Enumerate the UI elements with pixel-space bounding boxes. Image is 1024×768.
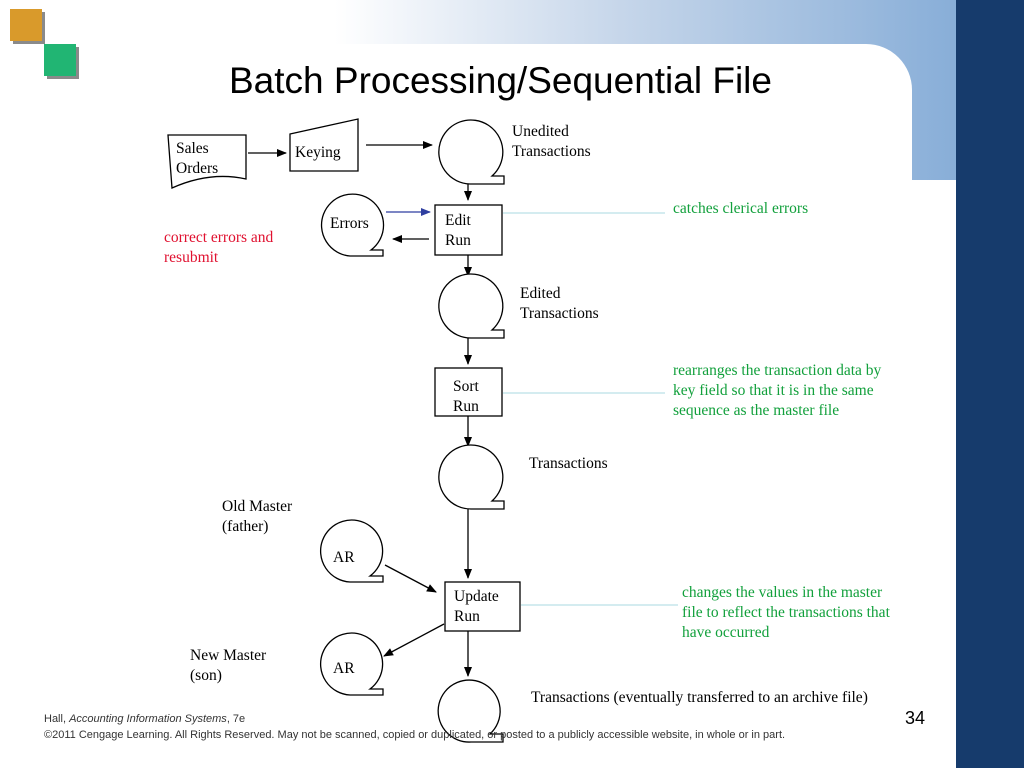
sales-orders-document-shape (167, 134, 247, 189)
ar-old-label: AR (333, 549, 355, 566)
keying-label: Keying (295, 144, 341, 161)
transactions-tape-shape (438, 444, 505, 510)
old-master-label: Old Master (father) (222, 498, 293, 535)
archive-transactions-tape-shape (437, 679, 504, 743)
edit-run-label: Edit Run (445, 212, 471, 249)
footer-author: Hall, (44, 713, 70, 725)
sales-orders-label: Sales Orders (176, 140, 219, 177)
unedited-transactions-label: Unedited Transactions (512, 123, 591, 160)
green-square-decoration (44, 44, 76, 76)
new-master-label: New Master (son) (190, 647, 267, 684)
edit-run-box (434, 204, 503, 256)
catches-errors-annotation: catches clerical errors (673, 200, 809, 217)
sort-run-label: Sort Run (453, 378, 479, 415)
arrow-update-to-new-master (383, 623, 445, 657)
update-run-box (444, 581, 521, 632)
transactions-archive-label: Transactions (eventually transferred to … (531, 689, 868, 706)
transactions-label: Transactions (529, 455, 608, 472)
new-master-ar-tape-shape (319, 632, 384, 696)
footer-edition: , 7e (226, 713, 246, 725)
unedited-transactions-tape-shape (438, 119, 505, 185)
orange-square-decoration (10, 9, 42, 41)
edited-transactions-tape-shape (438, 273, 505, 339)
changes-values-annotation: changes the values in the master file to… (682, 584, 890, 641)
ar-new-label: AR (333, 660, 355, 677)
edited-transactions-label: Edited Transactions (520, 285, 599, 322)
page-number: 34 (905, 708, 926, 728)
sort-run-box (434, 367, 503, 417)
right-navy-bar (956, 0, 1024, 768)
slide-title: Batch Processing/Sequential File (229, 60, 772, 101)
update-run-label: Update Run (454, 588, 499, 625)
footer-book-title: Accounting Information Systems (69, 713, 227, 725)
old-master-ar-tape-shape (319, 519, 384, 583)
errors-label: Errors (330, 215, 369, 232)
correct-errors-annotation: correct errors and resubmit (164, 229, 274, 266)
arrow-old-master-to-update (384, 564, 437, 593)
footer-copyright: ©2011 Cengage Learning. All Rights Reser… (44, 729, 786, 741)
rearranges-annotation: rearranges the transaction data by key f… (673, 362, 882, 419)
errors-tape-shape (320, 193, 385, 257)
footer-source: Hall, Accounting Information Systems, 7e (44, 713, 245, 725)
keying-manual-input-shape (289, 118, 359, 172)
